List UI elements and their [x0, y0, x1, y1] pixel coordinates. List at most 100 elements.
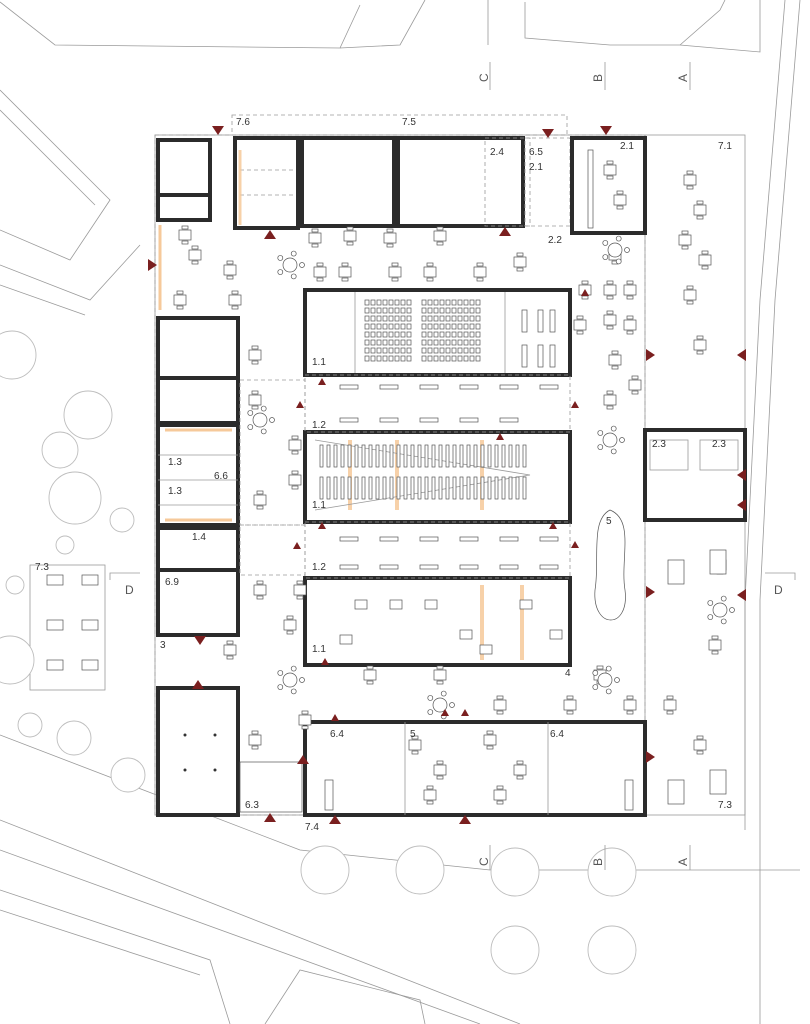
furniture	[173, 160, 735, 805]
stage-table	[521, 344, 528, 368]
bench	[459, 384, 479, 390]
seat	[406, 347, 412, 354]
table	[248, 349, 262, 361]
seat	[388, 323, 394, 330]
seat	[475, 347, 481, 354]
seat	[427, 299, 433, 306]
chair	[256, 490, 264, 495]
entrance-marker	[499, 227, 511, 236]
bench	[501, 444, 506, 468]
section-d-left: D	[125, 583, 134, 597]
trees	[0, 330, 637, 975]
section-d-right: D	[774, 583, 783, 597]
seat	[469, 307, 475, 314]
chair	[226, 655, 234, 660]
seat	[421, 299, 427, 306]
room-label: 2.4	[490, 147, 504, 158]
chair	[666, 695, 674, 700]
seat	[457, 323, 463, 330]
seat	[475, 315, 481, 322]
seat	[451, 355, 457, 362]
table	[613, 194, 627, 206]
chair	[610, 425, 617, 432]
chair	[346, 241, 354, 246]
chair	[626, 295, 634, 300]
chair	[626, 695, 634, 700]
table	[693, 339, 707, 351]
bench	[487, 444, 492, 468]
chair	[592, 684, 599, 690]
seat	[463, 339, 469, 346]
seat	[382, 315, 388, 322]
bench	[494, 476, 499, 500]
table	[608, 354, 622, 366]
chair	[597, 444, 604, 450]
entrance-marker	[264, 813, 276, 822]
seat	[457, 355, 463, 362]
seat	[451, 347, 457, 354]
seat	[469, 323, 475, 330]
seat	[445, 339, 451, 346]
chair	[311, 243, 319, 248]
bench	[319, 476, 324, 500]
chair	[290, 273, 297, 280]
bench	[403, 476, 408, 500]
seat	[433, 347, 439, 354]
section-a-bottom: A	[676, 858, 690, 866]
chair	[605, 665, 612, 672]
table	[683, 174, 697, 186]
door-marker	[318, 378, 326, 385]
entrance-marker	[542, 129, 554, 138]
seat	[439, 347, 445, 354]
room-label: 7.5	[402, 117, 416, 128]
bench	[459, 536, 479, 542]
seat	[370, 339, 376, 346]
chair	[711, 635, 719, 640]
seat	[421, 315, 427, 322]
display-box	[459, 629, 473, 640]
round-table	[252, 412, 268, 428]
section-c-top: C	[477, 73, 491, 82]
chair	[386, 228, 394, 233]
room-label: 7.1	[718, 141, 732, 152]
chair	[516, 760, 524, 765]
room-label: 1.3	[168, 486, 182, 497]
column	[213, 768, 217, 772]
chair	[696, 335, 704, 340]
chair	[606, 405, 614, 410]
seat	[394, 323, 400, 330]
column	[183, 768, 187, 772]
room-label: 6.4	[550, 729, 564, 740]
chair	[602, 240, 609, 246]
seat	[451, 299, 457, 306]
chair	[411, 735, 419, 740]
seat	[364, 307, 370, 314]
seat	[382, 307, 388, 314]
seat	[370, 355, 376, 362]
seat	[457, 331, 463, 338]
display-box	[479, 644, 493, 655]
seat	[463, 307, 469, 314]
room-label: 6.6	[214, 471, 228, 482]
seat	[394, 315, 400, 322]
bench	[419, 536, 439, 542]
chair	[592, 670, 599, 676]
table	[678, 234, 692, 246]
outdoor-tables-left	[46, 574, 99, 671]
bench	[379, 384, 399, 390]
bench	[333, 476, 338, 500]
section-c-bottom: C	[477, 857, 491, 866]
east-wing	[594, 428, 747, 621]
bench	[354, 476, 359, 500]
bench	[473, 444, 478, 468]
table	[493, 789, 507, 801]
room-label: 2.2	[548, 235, 562, 246]
chair	[291, 450, 299, 455]
seat	[451, 323, 457, 330]
room-label: 3	[160, 640, 166, 651]
chair	[616, 205, 624, 210]
chair	[486, 745, 494, 750]
seat	[439, 307, 445, 314]
seat	[451, 331, 457, 338]
